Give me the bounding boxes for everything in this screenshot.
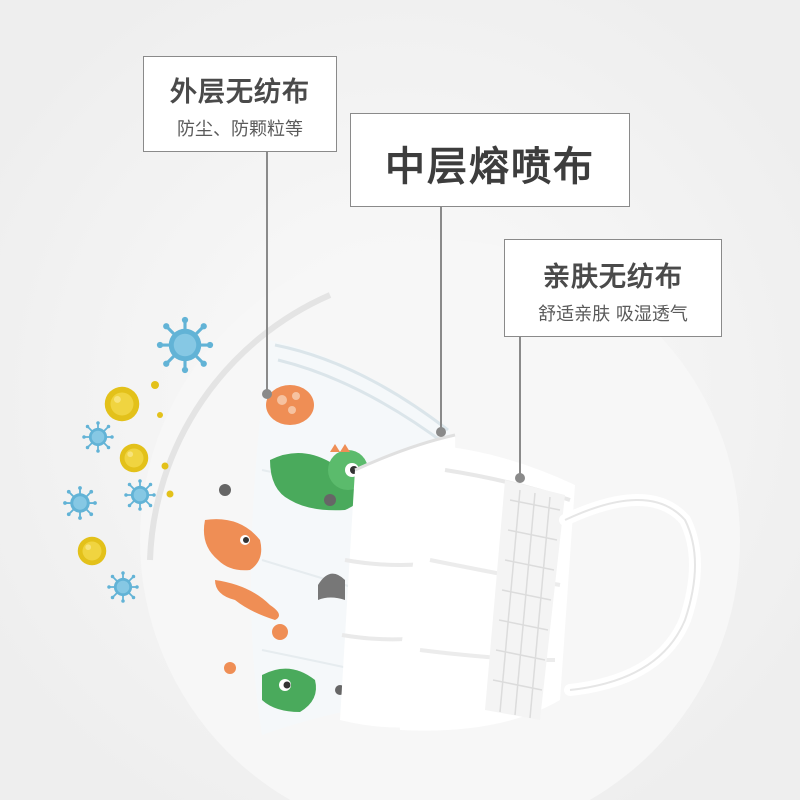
outer-layer-subtitle: 防尘、防颗粒等: [177, 119, 303, 140]
middle-layer-callout: 中层熔喷布: [350, 113, 630, 207]
pointer-lines: [266, 152, 521, 478]
pollen-particle-icon: [77, 381, 174, 566]
outer-layer-callout: 外层无纺布 防尘、防颗粒等: [143, 56, 337, 152]
middle-layer-title: 中层熔喷布: [385, 144, 595, 190]
outer-layer-title: 外层无纺布: [170, 77, 310, 108]
inner-layer-title: 亲肤无纺布: [543, 262, 683, 293]
inner-layer-mask: [395, 445, 701, 731]
inner-layer-subtitle: 舒适亲肤 吸湿透气: [538, 304, 688, 325]
inner-layer-callout: 亲肤无纺布 舒适亲肤 吸湿透气: [504, 239, 722, 337]
pointer-dots: [262, 389, 525, 483]
